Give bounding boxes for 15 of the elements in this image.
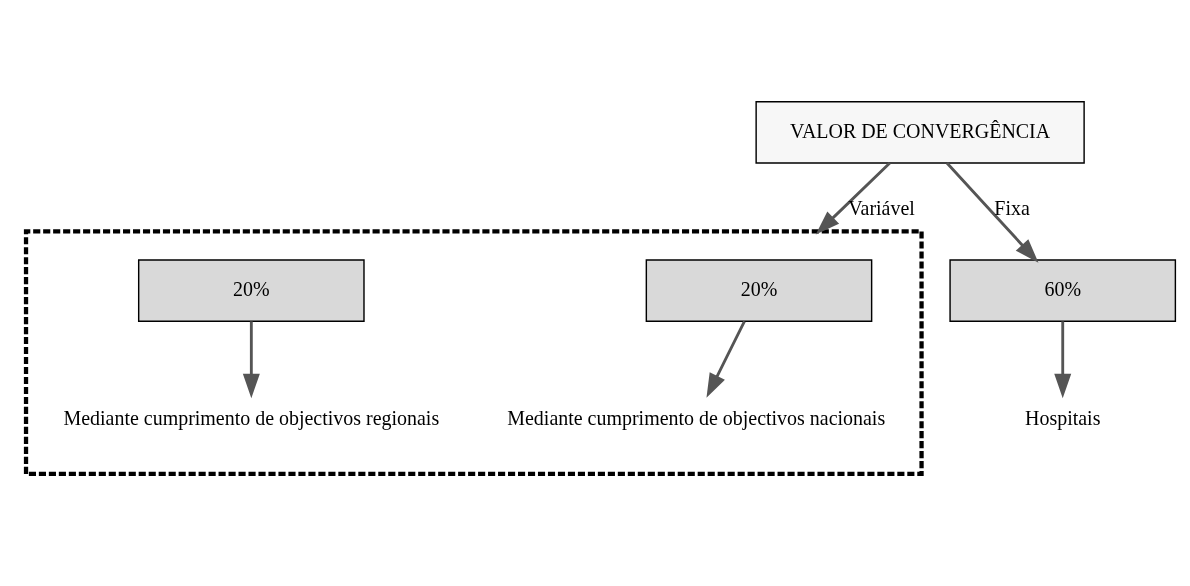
node-box: 60% — [949, 258, 1177, 322]
node-box: 20% — [645, 258, 873, 322]
arrow — [1054, 320, 1072, 398]
arrow — [242, 320, 260, 398]
arrow — [706, 320, 746, 398]
arrow — [815, 161, 891, 234]
node-box: VALOR DE CONVERGÊNCIA — [755, 100, 1085, 164]
edge-label: Variável — [848, 196, 915, 219]
edge-label: Fixa — [994, 196, 1030, 219]
node-text: Mediante cumprimento de objectivos nacionais — [507, 406, 886, 429]
arrow — [945, 161, 1039, 263]
cluster — [23, 228, 924, 476]
node-text: Hospitais — [1025, 406, 1101, 429]
node-box: 20% — [137, 258, 365, 322]
node-text: Mediante cumprimento de objectivos regionais — [63, 406, 440, 429]
